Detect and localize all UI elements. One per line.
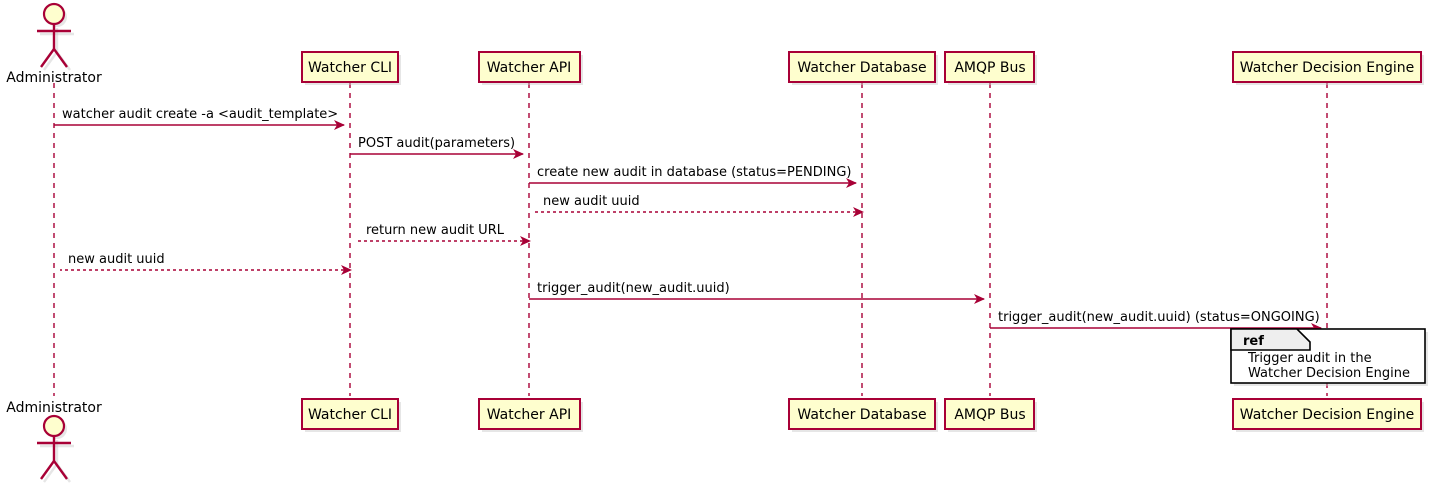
message-3: create new audit in database (status=PEN… [529,165,857,188]
ref-body-line-2: Watcher Decision Engine [1248,366,1410,381]
participant-box-watcher-decision-engine-top[interactable]: Watcher Decision Engine [1232,51,1424,85]
actor-administrator-top[interactable]: Administrator [6,2,102,86]
participant-label-watcher-cli-bottom: Watcher CLI [308,407,392,423]
message-6: new audit uuid [60,252,352,275]
ref-body-line-1: Trigger audit in the [1247,351,1372,366]
ref-tab-label: ref [1243,334,1264,349]
message-5: return new audit URL [356,223,531,246]
participant-label-watcher-api-bottom: Watcher API [487,407,572,423]
message-7: trigger_audit(new_audit.uuid) [529,281,985,304]
participant-box-amqp-bus-bottom[interactable]: AMQP Bus [944,398,1037,432]
message-label: POST audit(parameters) [358,136,515,151]
actor-label-administrator-top: Administrator [6,70,102,86]
participant-box-amqp-bus-top[interactable]: AMQP Bus [944,51,1037,85]
participant-label-watcher-api-top: Watcher API [487,60,572,76]
participant-box-watcher-cli-top[interactable]: Watcher CLI [301,51,401,85]
participant-box-watcher-api-top[interactable]: Watcher API [478,51,583,85]
message-label: return new audit URL [366,223,505,238]
actor-figure-icon [37,414,74,483]
participant-label-amqp-bus-bottom: AMQP Bus [954,407,1025,423]
message-label: watcher audit create -a <audit_template> [62,107,338,122]
participant-label-watcher-database-top: Watcher Database [797,60,926,76]
message-label: trigger_audit(new_audit.uuid) (status=ON… [998,310,1320,325]
participant-box-watcher-database-bottom[interactable]: Watcher Database [788,398,938,432]
participant-box-watcher-api-bottom[interactable]: Watcher API [478,398,583,432]
ref-tab-shape [1230,328,1311,351]
message-label: trigger_audit(new_audit.uuid) [537,281,730,296]
participant-label-watcher-database-bottom: Watcher Database [797,407,926,423]
message-label: create new audit in database (status=PEN… [537,165,852,180]
participant-label-watcher-decision-engine-bottom: Watcher Decision Engine [1240,407,1414,423]
participant-box-watcher-decision-engine-bottom[interactable]: Watcher Decision Engine [1232,398,1424,432]
message-1: watcher audit create -a <audit_template> [54,107,345,130]
message-8: trigger_audit(new_audit.uuid) (status=ON… [990,310,1322,333]
lifelines-group [53,83,1328,396]
actor-figure-icon [37,2,74,71]
reference-frame[interactable]: ref Trigger audit in the Watcher Decisio… [1230,328,1428,386]
actor-label-administrator-bottom: Administrator [6,400,102,416]
message-label: new audit uuid [543,194,640,209]
message-2: POST audit(parameters) [350,136,524,159]
participant-label-watcher-decision-engine-top: Watcher Decision Engine [1240,60,1414,76]
participant-box-watcher-cli-bottom[interactable]: Watcher CLI [301,398,401,432]
actor-administrator-bottom[interactable]: Administrator [6,400,102,483]
message-4: new audit uuid [535,194,864,217]
message-label: new audit uuid [68,252,165,267]
participant-label-watcher-cli-top: Watcher CLI [308,60,392,76]
participant-label-amqp-bus-top: AMQP Bus [954,60,1025,76]
participant-box-watcher-database-top[interactable]: Watcher Database [788,51,938,85]
